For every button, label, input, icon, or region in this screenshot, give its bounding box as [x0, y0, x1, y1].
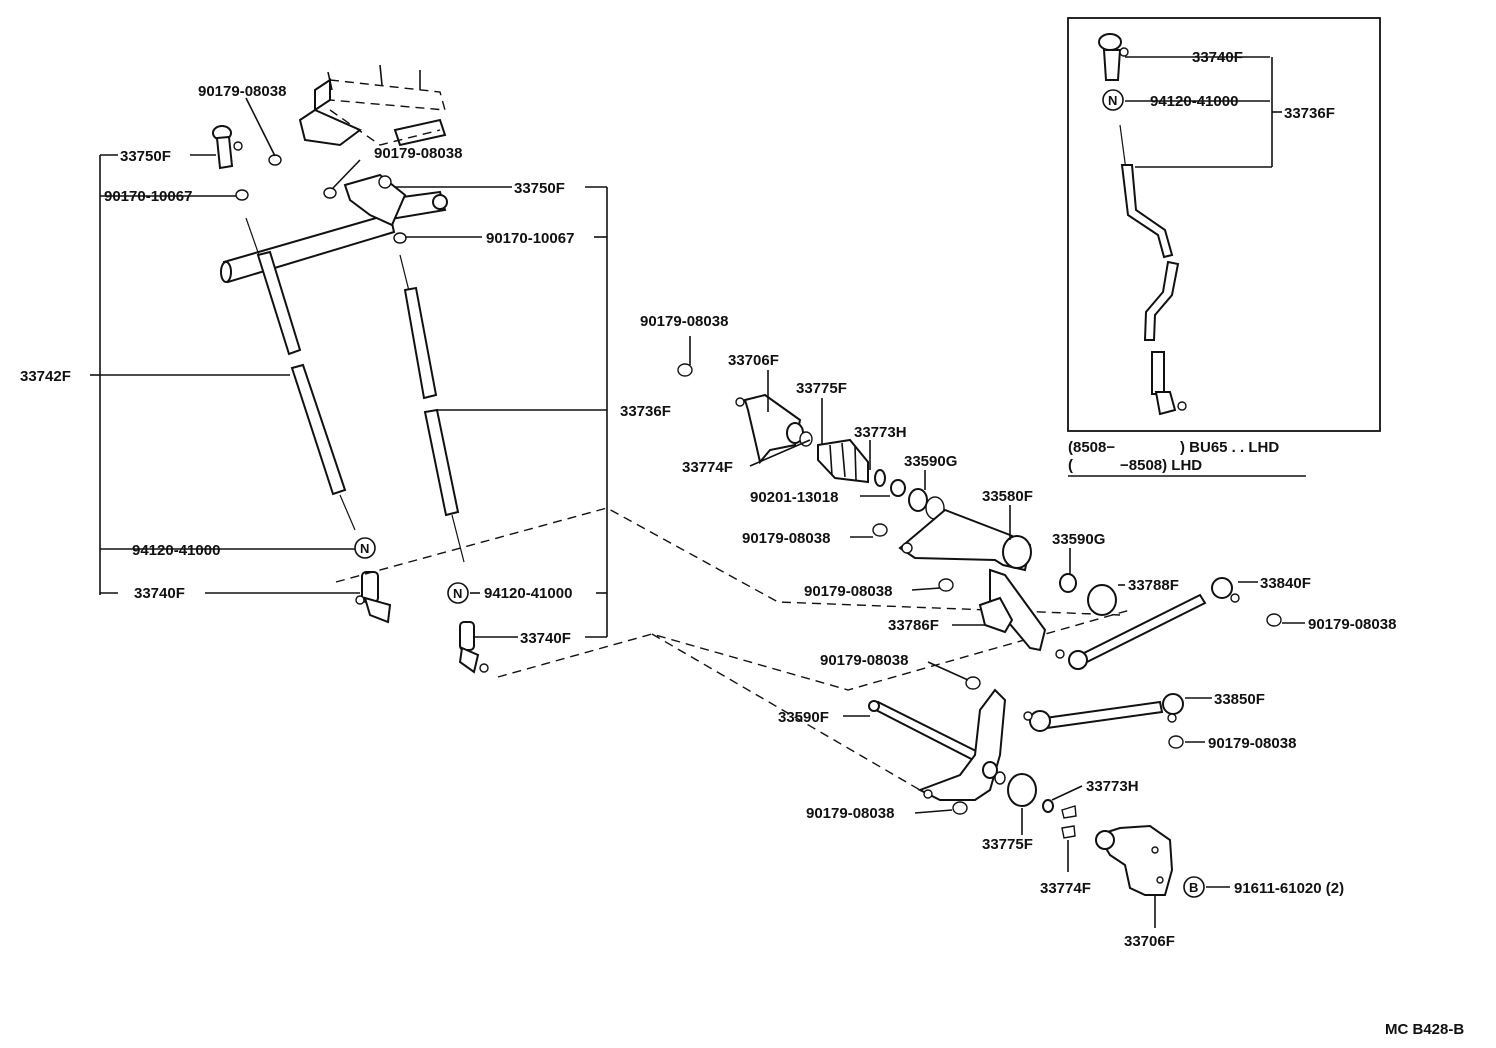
diagram-code: MC B428-B [1385, 1021, 1464, 1038]
ring-33773H-upper [874, 469, 886, 487]
label-33774F-lower: 33774F [1040, 880, 1091, 897]
label-90179-c4: 90179-08038 [806, 805, 894, 822]
bracket-33706F-lower [1095, 824, 1174, 896]
washer-90201 [890, 479, 906, 497]
bushing-33788F [1087, 584, 1117, 616]
inset-ball-joint [1098, 33, 1129, 81]
label-33590F: 33590F [778, 709, 829, 726]
part-labels: 90179-08038 33750F 90170-10067 90179-080… [20, 83, 1396, 950]
inset-note-line1b: ) BU65 . . LHD [1180, 439, 1279, 456]
inset-control-rod [1119, 124, 1187, 416]
label-33775F-upper: 33775F [796, 380, 847, 397]
upper-bell-crank [343, 173, 407, 227]
label-90179-mid: 90179-08038 [374, 145, 462, 162]
label-33590G-a: 33590G [904, 453, 957, 470]
bushing-33590G-b [1059, 573, 1077, 593]
rod-33840F [1055, 577, 1240, 670]
label-33742F: 33742F [20, 368, 71, 385]
label-33773H-upper: 33773H [854, 424, 907, 441]
label-33706F-upper: 33706F [728, 352, 779, 369]
ball-joint-33740F-left [355, 571, 392, 624]
inset-label-94120: 94120-41000 [1150, 93, 1238, 110]
svg-text:B: B [1189, 880, 1198, 895]
bracket-assembly [298, 64, 447, 147]
inset-panel: N 33740F 94120-41000 33736F (8508− ) BU6… [1067, 17, 1381, 477]
nut-90179-c1 [872, 523, 888, 537]
label-90179-c2: 90179-08038 [804, 583, 892, 600]
label-90179-upper-center: 90179-08038 [640, 313, 728, 330]
clip-33786F [978, 596, 1014, 634]
label-33773H-lower: 33773H [1086, 778, 1139, 795]
label-33740F-left: 33740F [134, 585, 185, 602]
bolt-marker: B [1183, 876, 1205, 898]
inset-label-33740F: 33740F [1192, 49, 1243, 66]
inset-nut-marker: N [1102, 89, 1124, 111]
label-33740F-right: 33740F [520, 630, 571, 647]
svg-text:N: N [453, 586, 462, 601]
nut-90179-top [268, 154, 282, 166]
label-33840F: 33840F [1260, 575, 1311, 592]
label-90179-r1: 90179-08038 [1308, 616, 1396, 633]
bushing-33775F-upper [817, 438, 869, 484]
inset-label-33736F: 33736F [1284, 105, 1335, 122]
label-33736F: 33736F [620, 403, 671, 420]
nut-90179-upper-center [677, 363, 693, 377]
label-33774F-upper: 33774F [682, 459, 733, 476]
label-90179-c1: 90179-08038 [742, 530, 830, 547]
label-33788F: 33788F [1128, 577, 1179, 594]
nut-90179-r2 [1168, 735, 1184, 749]
bushing-33775F-lower [1007, 773, 1037, 807]
label-33750F-right: 33750F [514, 180, 565, 197]
label-33580F: 33580F [982, 488, 1033, 505]
nut-90179-c4 [952, 801, 968, 815]
label-90201: 90201-13018 [750, 489, 838, 506]
label-94120-right: 94120-41000 [484, 585, 572, 602]
label-33590G-b: 33590G [1052, 531, 1105, 548]
label-90179-r2: 90179-08038 [1208, 735, 1296, 752]
rod-33850F [1023, 693, 1184, 732]
ball-joint-33750F-left [212, 125, 243, 170]
nut-90179-mid [323, 187, 337, 199]
lever-33580F [898, 508, 1047, 652]
nut-90179-c3 [965, 676, 981, 690]
label-33786F: 33786F [888, 617, 939, 634]
label-33750F-left: 33750F [120, 148, 171, 165]
nut-marker-left: N [354, 537, 376, 559]
bracket-33706F-upper [735, 393, 813, 465]
label-33775F-lower: 33775F [982, 836, 1033, 853]
svg-text:N: N [1108, 93, 1117, 108]
label-90179-top: 90179-08038 [198, 83, 286, 100]
label-94120-left: 94120-41000 [132, 542, 220, 559]
nut-90170-left [235, 189, 249, 201]
clip-33774F-lower [1061, 805, 1077, 839]
shaft-33590F [868, 688, 1007, 801]
ball-joint-33740F-right [458, 621, 489, 674]
control-rod-33742F [245, 217, 356, 531]
inset-note-line1a: (8508− [1068, 439, 1115, 456]
ring-33773H-lower [1042, 799, 1054, 813]
label-90170-left: 90170-10067 [104, 188, 192, 205]
control-rod-33736F [399, 254, 465, 563]
svg-text:N: N [360, 541, 369, 556]
label-33706F-lower: 33706F [1124, 933, 1175, 950]
nut-marker-right: N [447, 582, 469, 604]
nut-90179-r1 [1266, 613, 1282, 627]
inset-note-line2a: ( [1068, 457, 1073, 474]
inset-note-line2b: −8508) LHD [1120, 457, 1202, 474]
nut-90179-c2 [938, 578, 954, 592]
label-90179-c3: 90179-08038 [820, 652, 908, 669]
label-91611: 91611-61020 (2) [1234, 880, 1344, 897]
label-33850F: 33850F [1214, 691, 1265, 708]
label-90170-right: 90170-10067 [486, 230, 574, 247]
nut-90170-right [393, 232, 407, 244]
